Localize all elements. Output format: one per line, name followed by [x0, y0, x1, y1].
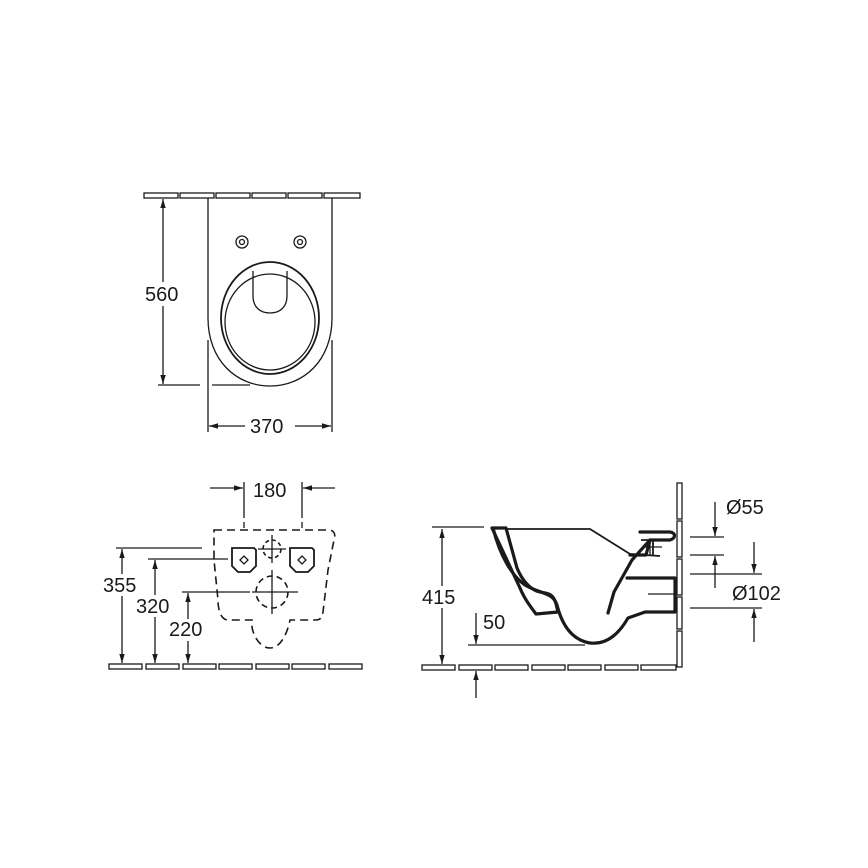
bowl-profile [490, 526, 560, 616]
fixing-plate-left [231, 547, 257, 573]
height-label-355: 355 [103, 575, 136, 597]
offset-label: 50 [483, 612, 505, 634]
height-label-220: 220 [169, 619, 202, 641]
fixing-hole-left [235, 235, 249, 249]
front-floor [108, 663, 363, 670]
side-view: 415 50 Ø55 Ø102 [420, 482, 781, 698]
top-view: 560 370 [140, 192, 361, 438]
fixing-spacing-label: 180 [253, 480, 286, 502]
side-floor [421, 664, 677, 671]
inlet-diameter-label: Ø55 [726, 497, 764, 519]
height-label-320: 320 [136, 596, 169, 618]
flush-slot [252, 271, 288, 314]
fixing-plate-right [289, 547, 315, 573]
bowl-hidden-outline [213, 529, 336, 649]
bowl-rim [220, 261, 320, 375]
width-label: 370 [250, 416, 283, 438]
outlet-diameter-label: Ø102 [732, 583, 781, 605]
rim-height-label: 415 [422, 587, 455, 609]
depth-label: 560 [145, 284, 178, 306]
side-wall [676, 482, 683, 668]
fixing-hole-right [293, 235, 307, 249]
top-wall [143, 192, 361, 199]
front-view: 180 355 320 220 [102, 480, 363, 670]
bowl-outline-top [207, 198, 333, 387]
bowl-inner [224, 273, 316, 371]
